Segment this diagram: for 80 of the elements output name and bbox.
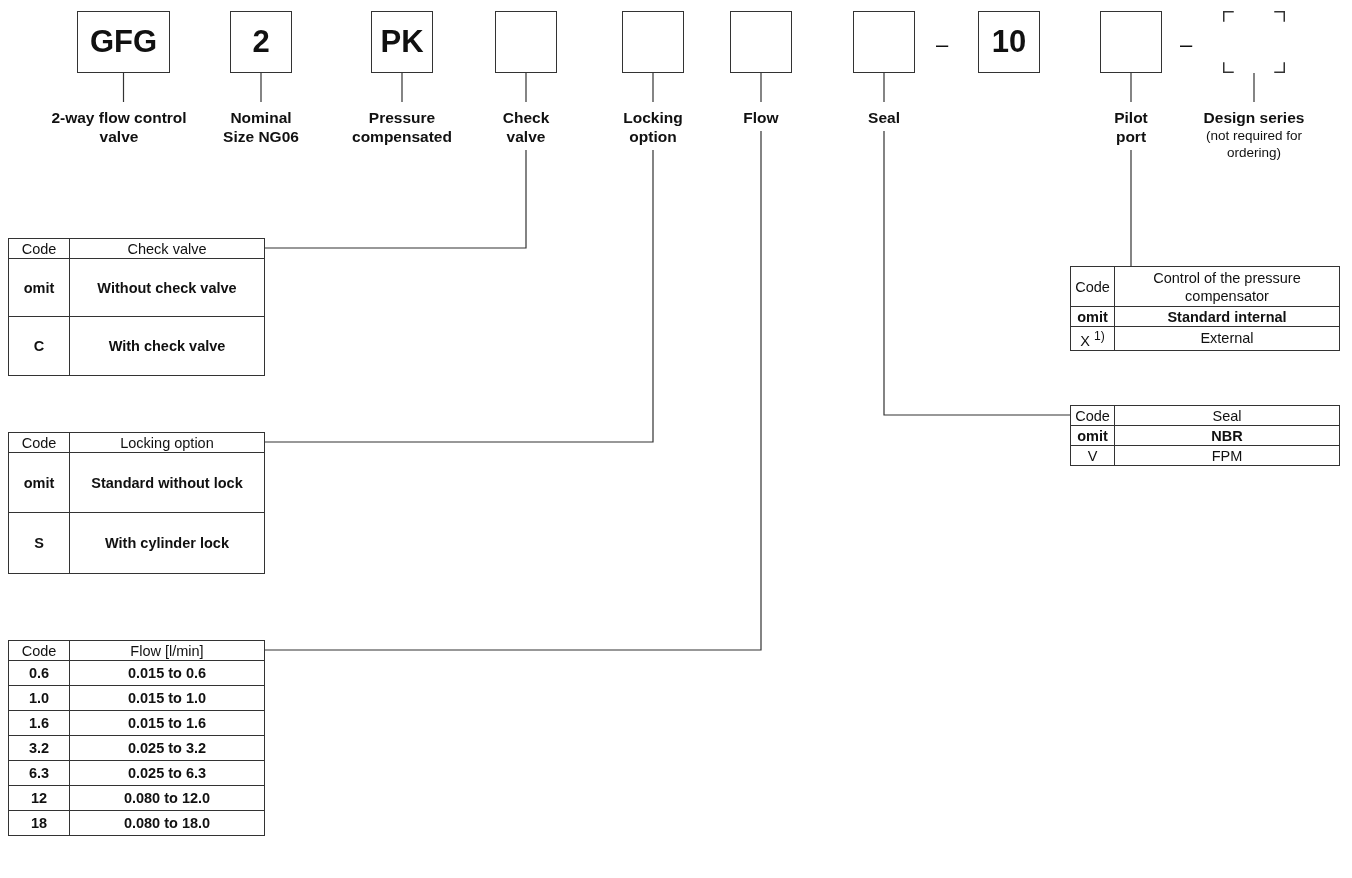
code-cell: 12 (8, 785, 70, 811)
code-cell: V (1070, 445, 1115, 466)
empty-code-box (622, 11, 684, 73)
field-label: Check valve (501, 108, 551, 146)
field-label: 2-way flow control valve (50, 108, 188, 146)
description-cell: Standard internal (1114, 306, 1340, 327)
flow-table (8, 640, 265, 835)
header-cell: Check valve (69, 238, 265, 259)
code-cell: X $^{1)}$ (1070, 326, 1115, 351)
code-cell: omit (8, 258, 70, 317)
locking-option-table (8, 432, 265, 573)
dashed-code-box (1223, 11, 1285, 73)
note-text: (not required for ordering) (1204, 127, 1304, 161)
seal-table (1070, 405, 1340, 465)
code-box: PK (371, 11, 433, 73)
description-cell: Without check valve (69, 258, 265, 317)
leader-line (260, 72, 262, 103)
code-cell: 3.2 (8, 735, 70, 761)
leader-line (1130, 149, 1132, 267)
code-cell: 18 (8, 810, 70, 836)
field-label: Seal (867, 108, 901, 127)
field-label: Pilot port (1113, 108, 1149, 146)
code-cell: 1.0 (8, 685, 70, 711)
description-cell: Standard without lock (69, 452, 265, 513)
code-cell: S (8, 512, 70, 574)
description-cell: 0.025 to 3.2 (69, 735, 265, 761)
header-cell: Code (1070, 266, 1115, 307)
field-label: Design series (1202, 108, 1306, 127)
description-cell: 0.025 to 6.3 (69, 760, 265, 786)
code-box: 2 (230, 11, 292, 73)
empty-code-box (853, 11, 915, 73)
header-cell: Locking option (69, 432, 265, 453)
description-cell: 0.015 to 1.0 (69, 685, 265, 711)
code-cell: 1.6 (8, 710, 70, 736)
leader-line (401, 72, 403, 103)
code-cell: omit (1070, 306, 1115, 327)
header-cell: Code (8, 432, 70, 453)
description-cell: 0.080 to 18.0 (69, 810, 265, 836)
separator-dash: – (1180, 34, 1193, 56)
leader-line (525, 72, 527, 103)
description-cell: With cylinder lock (69, 512, 265, 574)
field-label: Flow (742, 108, 780, 127)
empty-code-box (495, 11, 557, 73)
code-cell: omit (1070, 425, 1115, 446)
header-cell: Code (8, 640, 70, 661)
leader-line (264, 149, 527, 249)
description-cell: FPM (1114, 445, 1340, 466)
leader-line (264, 130, 762, 651)
leader-line (1130, 72, 1132, 103)
header-cell: Control of the pressure compensator (1114, 266, 1340, 307)
separator-dash: – (936, 34, 949, 56)
code-box: 10 (978, 11, 1040, 73)
leader-line (1253, 72, 1255, 103)
leader-line (883, 130, 1071, 416)
empty-code-box (1100, 11, 1162, 73)
leader-line (652, 72, 654, 103)
empty-code-box (730, 11, 792, 73)
code-cell: 0.6 (8, 660, 70, 686)
header-cell: Code (8, 238, 70, 259)
description-cell: 0.015 to 1.6 (69, 710, 265, 736)
code-cell: omit (8, 452, 70, 513)
description-cell: NBR (1114, 425, 1340, 446)
header-cell: Code (1070, 405, 1115, 426)
description-cell: 0.015 to 0.6 (69, 660, 265, 686)
header-cell: Flow [l/min] (69, 640, 265, 661)
leader-line (883, 72, 885, 103)
code-cell: 6.3 (8, 760, 70, 786)
leader-line (122, 72, 125, 103)
code-cell: C (8, 316, 70, 376)
field-label: Locking option (622, 108, 684, 146)
description-cell: 0.080 to 12.0 (69, 785, 265, 811)
field-label: Nominal Size NG06 (222, 108, 300, 146)
description-cell: With check valve (69, 316, 265, 376)
field-label: Pressure compensated (351, 108, 453, 146)
check-valve-table (8, 238, 265, 375)
code-box: GFG (77, 11, 170, 73)
leader-line (760, 72, 762, 103)
header-cell: Seal (1114, 405, 1340, 426)
leader-line (264, 149, 654, 443)
description-cell: External (1114, 326, 1340, 351)
